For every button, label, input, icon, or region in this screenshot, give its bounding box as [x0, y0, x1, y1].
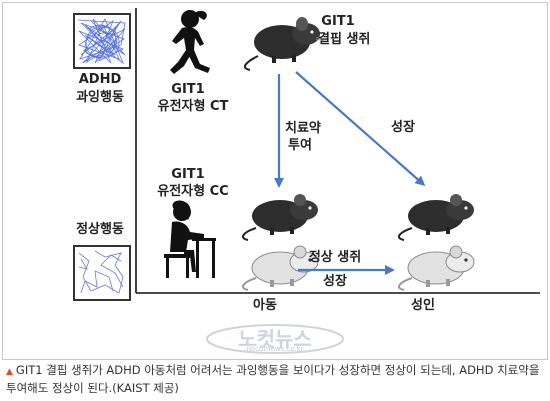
- ko-mouse-treated: [241, 194, 318, 241]
- normal-mouse-label: 정상 생쥐: [308, 250, 362, 265]
- normal-mouse-adult: [397, 245, 475, 291]
- ko-mouse-adult: [397, 194, 474, 241]
- growth-diagonal-label: 성장: [391, 120, 415, 135]
- normal-maze-image: [73, 245, 131, 301]
- normal-mouse-child: [241, 245, 319, 291]
- treatment-label-line1: 치료약: [285, 121, 321, 136]
- adhd-maze-image: [73, 13, 131, 69]
- adhd-label-line2: 과잉행동: [76, 90, 124, 105]
- watermark-main-text: 노컷뉴스: [238, 327, 312, 351]
- watermark-url-text: nocutnews.co.kr: [246, 345, 304, 353]
- caption-marker-icon: ▲: [6, 367, 13, 377]
- treatment-label-line2: 투여: [288, 138, 312, 153]
- growth-bottom-label: 성장: [323, 274, 347, 289]
- ct-genotype-line1: GIT1: [171, 82, 205, 97]
- caption-text: GIT1 결핍 생쥐가 ADHD 아동처럼 어려서는 과잉행동을 보이다가 성장…: [6, 363, 540, 395]
- nocutnews-watermark: 노컷뉴스 nocutnews.co.kr: [205, 322, 345, 356]
- cc-genotype-line2: 유전자형 CC: [157, 184, 229, 199]
- cc-genotype-line1: GIT1: [171, 167, 205, 182]
- growth-diagonal-arrow: [295, 71, 426, 186]
- ct-genotype-line2: 유전자형 CT: [157, 99, 229, 114]
- normal-behavior-label: 정상행동: [76, 222, 124, 237]
- ko-mouse-label-line1: GIT1: [321, 14, 355, 29]
- child-at-desk-silhouette: [164, 200, 216, 278]
- x-axis-adult-label: 성인: [411, 298, 435, 313]
- x-axis-child-label: 아동: [253, 298, 277, 313]
- ko-mouse-label-line2: 결핍 생쥐: [318, 32, 371, 47]
- figure-caption: ▲GIT1 결핍 생쥐가 ADHD 아동처럼 어려서는 과잉행동을 보이다가 성…: [6, 362, 544, 396]
- ko-mouse-child: [243, 17, 325, 71]
- adhd-label-line1: ADHD: [78, 72, 122, 87]
- running-child-silhouette: [170, 10, 210, 74]
